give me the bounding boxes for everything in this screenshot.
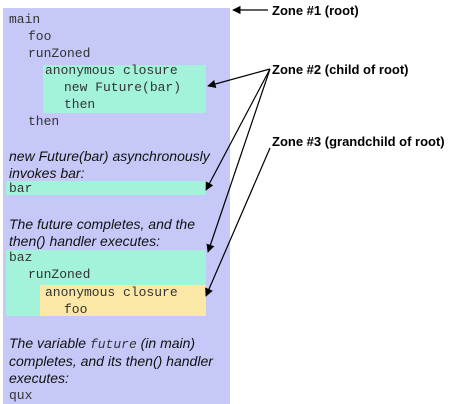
prose-text: (in main) <box>136 335 196 351</box>
prose-text: The variable <box>9 335 90 351</box>
label-zone-3: Zone #3 (grandchild of root) <box>272 134 445 149</box>
code-new-future: new Future(bar) <box>64 80 182 95</box>
code-then-outer: then <box>28 114 60 129</box>
prose-line: executes: <box>9 370 69 386</box>
prose-variable-future-completes: The variable future (in main) completes,… <box>9 335 233 387</box>
prose-code-future: future <box>89 337 137 352</box>
prose-line: The variable future (in main) <box>9 335 233 353</box>
arrow-zone2-b <box>205 68 271 191</box>
code-runzoned: runZoned <box>28 46 91 61</box>
code-bar: bar <box>9 181 33 196</box>
arrow-zone2-a <box>207 68 271 89</box>
code-foo: foo <box>28 29 52 44</box>
code-anonymous-closure-2: anonymous closure <box>45 285 178 300</box>
code-main: main <box>9 12 41 27</box>
code-qux: qux <box>9 388 33 403</box>
prose-line: invokes bar: <box>9 165 85 181</box>
prose-line: new Future(bar) asynchronously <box>9 148 210 164</box>
code-runzoned-2: runZoned <box>28 267 91 282</box>
code-foo-2: foo <box>64 302 88 317</box>
zone-2-region-initial <box>43 65 206 113</box>
label-zone-1: Zone #1 (root) <box>272 3 359 18</box>
prose-future-completes: The future completes, and the then() han… <box>9 216 231 250</box>
code-then-inner: then <box>64 97 96 112</box>
zone-2-region-bar <box>6 181 206 195</box>
code-baz: baz <box>9 250 33 265</box>
prose-line: The future completes, and the <box>9 216 195 232</box>
arrow-zone3 <box>205 147 271 297</box>
prose-line: then() handler executes: <box>9 233 160 249</box>
zone-3-region <box>40 285 206 316</box>
label-zone-2: Zone #2 (child of root) <box>272 62 409 77</box>
code-anonymous-closure: anonymous closure <box>45 63 178 78</box>
prose-line: completes, and its then() handler <box>9 353 213 369</box>
arrow-zone2-c <box>206 68 271 253</box>
prose-future-invokes-bar: new Future(bar) asynchronously invokes b… <box>9 148 229 182</box>
